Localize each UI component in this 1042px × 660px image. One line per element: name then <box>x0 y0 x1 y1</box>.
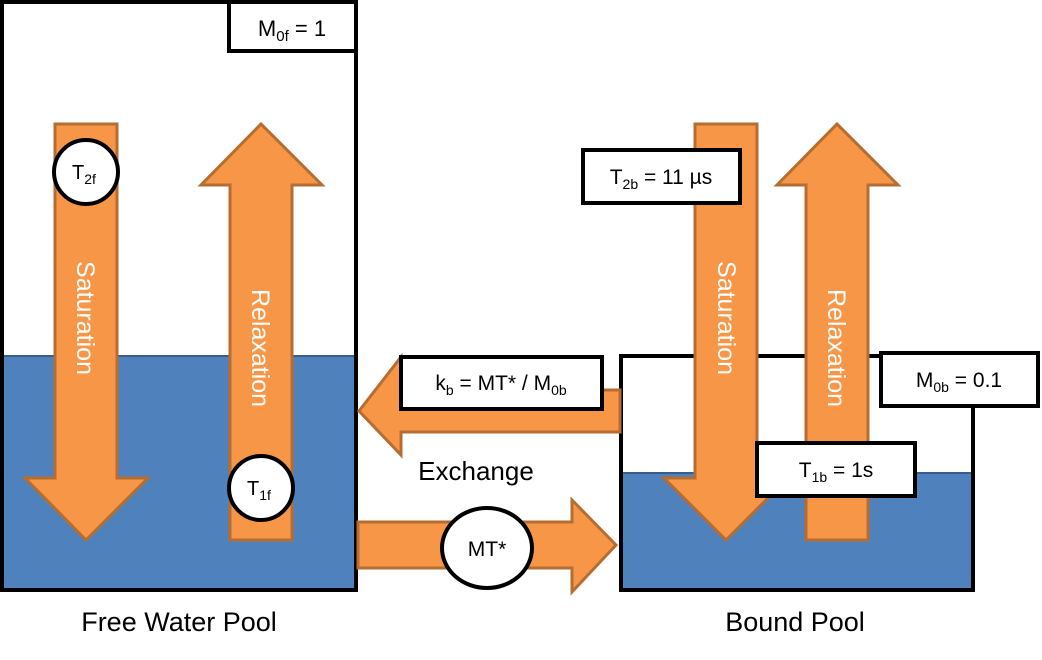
mt-circle: MT* <box>440 506 534 590</box>
bound-t2-box: T2b = 11 µs <box>581 148 742 205</box>
free-pool-caption: Free Water Pool <box>81 607 277 637</box>
svg-text:T2f: T2f <box>72 162 96 187</box>
bound-saturation-arrow <box>660 122 792 543</box>
bound-t1-box: T1b = 1s <box>755 441 917 498</box>
free-t2-circle: T2f <box>52 138 120 206</box>
exchange-label: Exchange <box>418 456 534 486</box>
exchange-rate-box: kb = MT* / M0b <box>399 355 604 411</box>
free-relaxation-label: Relaxation <box>246 289 274 407</box>
svg-text:M0b = 0.1: M0b = 0.1 <box>916 369 1002 395</box>
svg-text:T1f: T1f <box>247 478 271 503</box>
bound-relaxation-label: Relaxation <box>822 289 850 407</box>
free-pool-m0-box: M0f = 1 <box>227 0 358 53</box>
bound-saturation-label: Saturation <box>712 261 740 375</box>
bound-pool-m0-box: M0b = 0.1 <box>879 351 1040 408</box>
svg-text:T1b = 1s: T1b = 1s <box>799 459 874 485</box>
free-pool-m0-text: M0f = 1 <box>258 16 326 45</box>
exchange-rate-text: kb = MT* / M0b <box>435 372 567 398</box>
mt-circle-text: MT* <box>468 538 507 561</box>
bound-pool-caption: Bound Pool <box>725 607 865 637</box>
free-pool-container <box>0 0 358 592</box>
bound-pool-container <box>619 354 975 592</box>
svg-text:T2b = 11 µs: T2b = 11 µs <box>610 166 713 192</box>
free-saturation-label: Saturation <box>71 261 99 375</box>
free-t1-circle: T1f <box>227 454 295 522</box>
